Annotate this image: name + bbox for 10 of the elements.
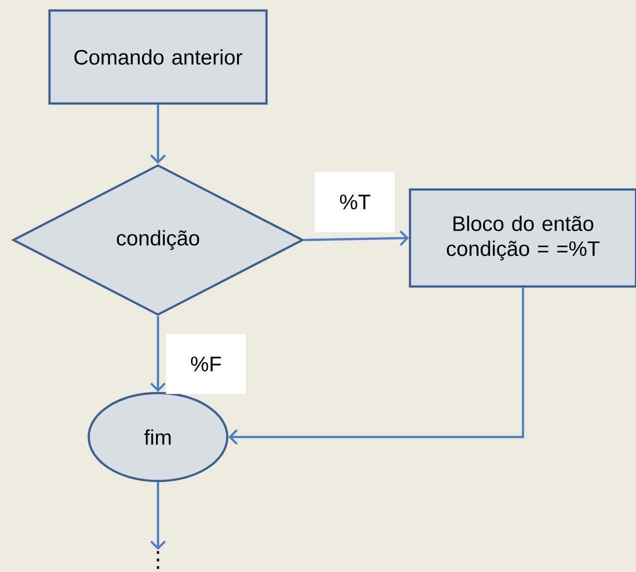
ellipsis-text: ⋮ (156, 551, 160, 569)
arrow (228, 288, 524, 445)
arrow (150, 482, 166, 550)
arrow (304, 230, 409, 246)
edge-label: %F (166, 334, 246, 394)
process-box: Bloco do então condição = =%T (408, 188, 636, 288)
arrow (150, 316, 166, 392)
arrow (150, 104, 166, 164)
process-box: Comando anterior (48, 9, 268, 105)
edge-label: %T (315, 172, 395, 232)
